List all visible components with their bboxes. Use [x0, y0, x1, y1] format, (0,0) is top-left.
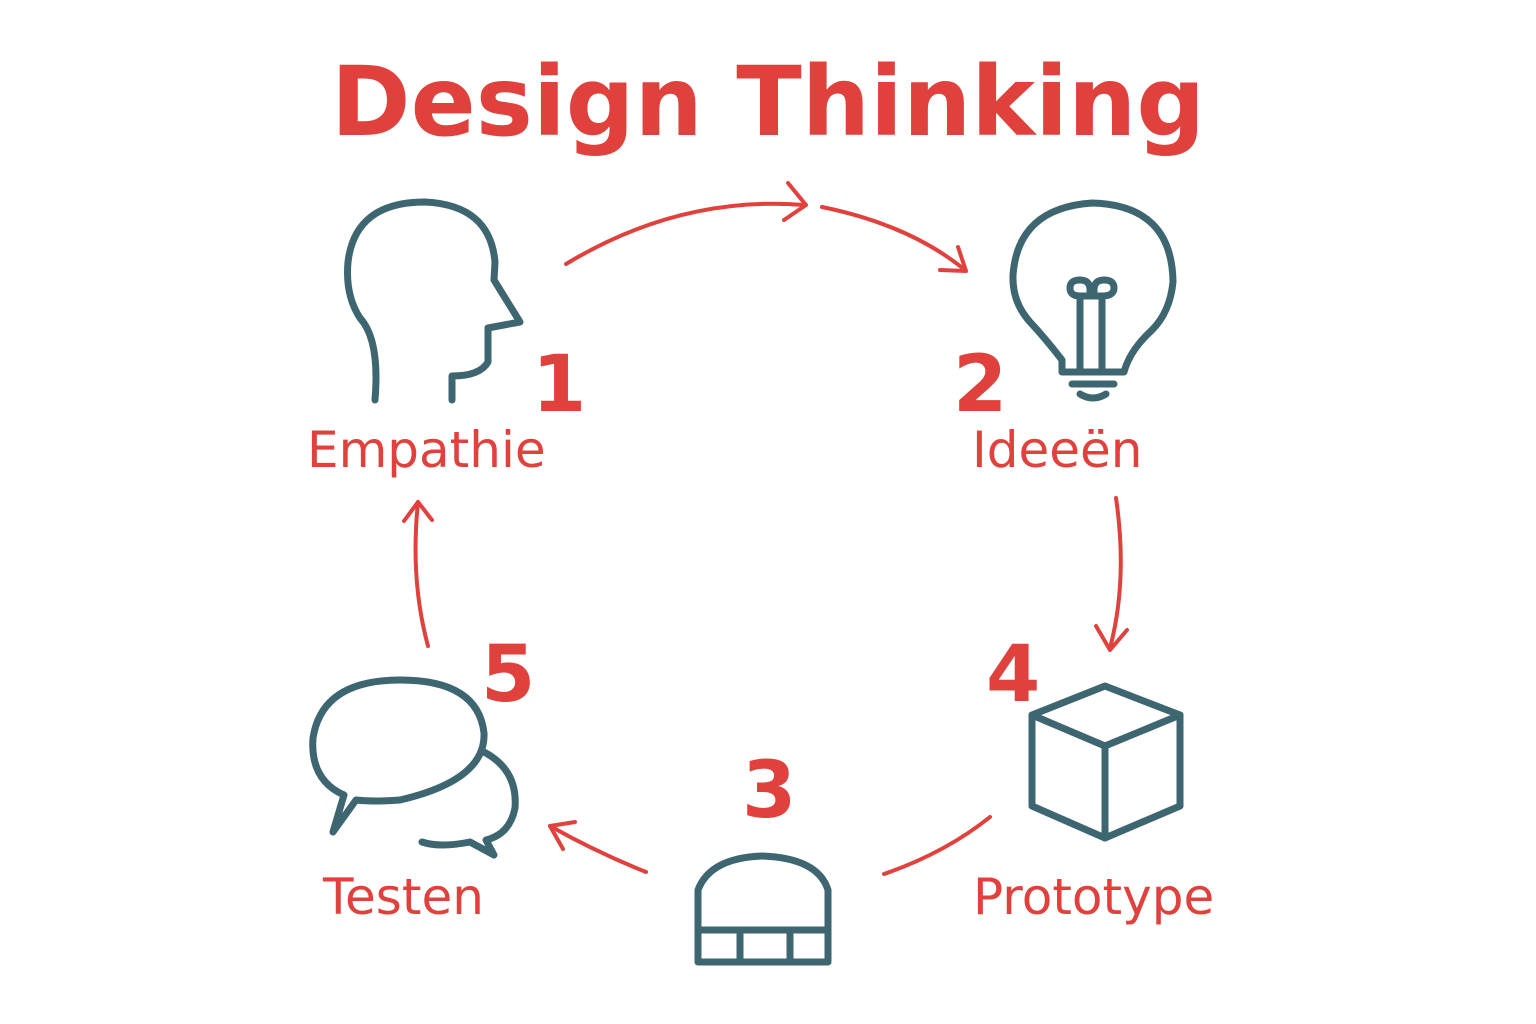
arrow-ideeen-to-prototype — [1094, 496, 1129, 652]
dome-icon — [694, 852, 832, 966]
step-number-4: 4 — [986, 630, 1041, 720]
diagram-title: Design Thinking — [330, 46, 1206, 158]
step-number-1: 1 — [532, 340, 587, 430]
step-label-prototype: Prototype — [973, 868, 1215, 926]
arrow-top-to-ideeen — [820, 205, 968, 273]
step-label-testen: Testen — [323, 868, 484, 926]
step-label-ideeen: Ideeën — [972, 421, 1143, 479]
speech-bubbles-icon — [309, 676, 519, 859]
arrow-prototype-to-dome — [882, 815, 992, 876]
step-number-5: 5 — [481, 630, 536, 720]
head-profile-icon — [344, 198, 524, 404]
arrow-empathie-to-top — [564, 181, 808, 266]
step-label-empathie: Empathie — [307, 421, 546, 479]
step-number-3: 3 — [742, 746, 797, 836]
arrow-dome-to-testen — [548, 820, 648, 874]
arrow-testen-to-empathie — [402, 500, 434, 648]
light-bulb-icon — [1009, 199, 1177, 402]
cube-icon — [1028, 682, 1184, 842]
step-number-2: 2 — [953, 340, 1008, 430]
